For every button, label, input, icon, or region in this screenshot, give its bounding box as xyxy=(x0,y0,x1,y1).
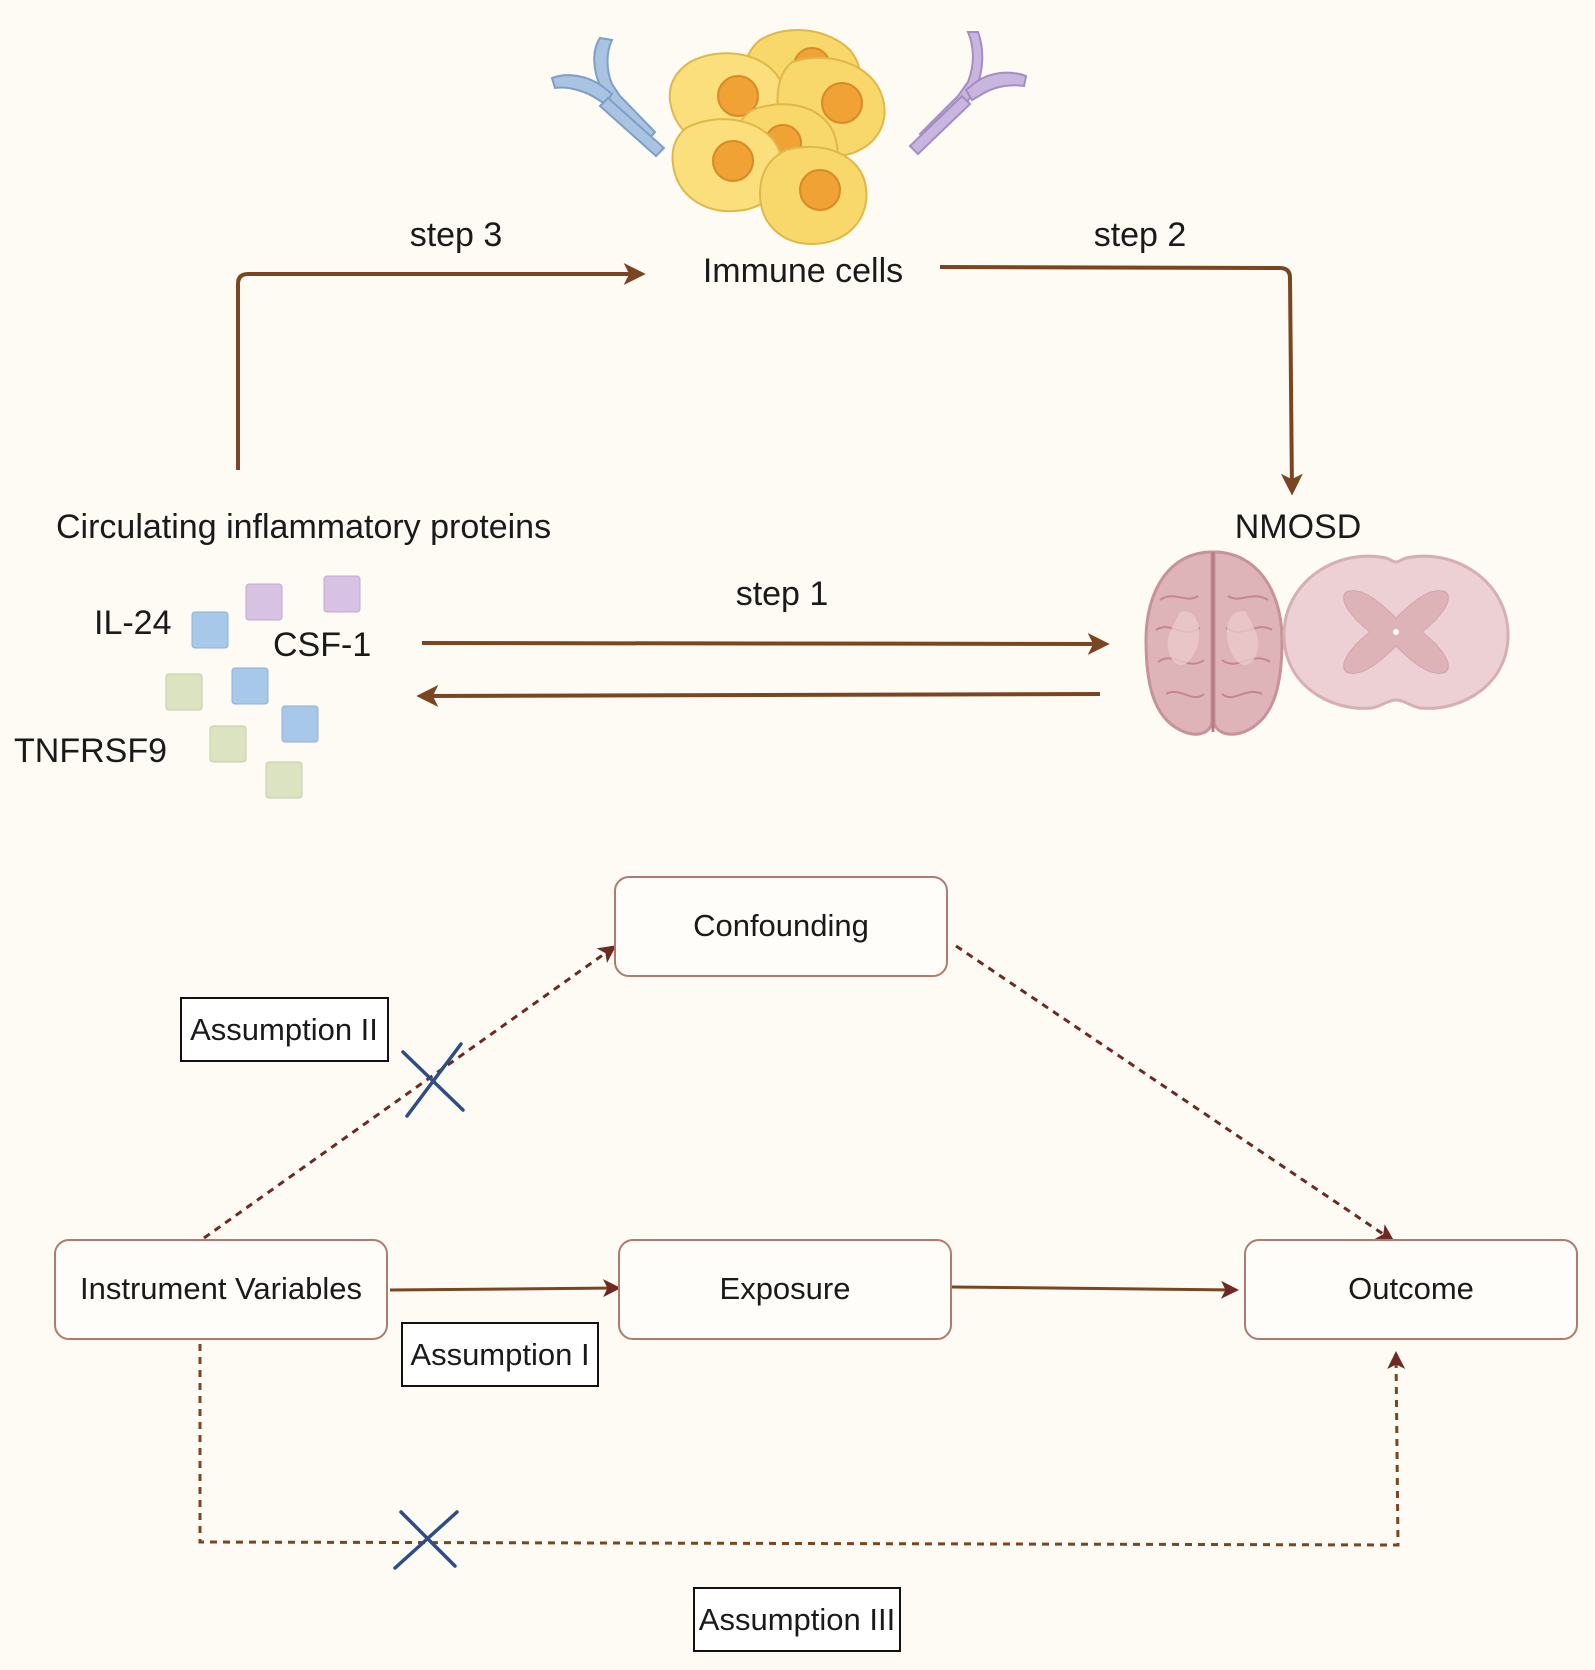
step2-label: step 2 xyxy=(1094,216,1187,254)
instrument-variables-label: Instrument Variables xyxy=(80,1271,362,1306)
assumption-1-box: Assumption I xyxy=(401,1322,599,1387)
exposure-box: Exposure xyxy=(618,1239,952,1340)
assumption-1-label: Assumption I xyxy=(410,1337,589,1372)
protein-label-csf1: CSF-1 xyxy=(273,626,371,664)
iv-to-confounding-dashed-arrow xyxy=(203,945,617,1240)
antibody-right-icon xyxy=(908,31,1028,156)
confounding-to-outcome-dashed-arrow xyxy=(955,944,1395,1242)
outcome-label: Outcome xyxy=(1348,1271,1474,1306)
assumption-2-box: Assumption II xyxy=(180,997,389,1062)
protein-square-green-2 xyxy=(209,725,247,763)
immune-cells-label: Immune cells xyxy=(703,252,903,290)
protein-square-purple-2 xyxy=(323,575,361,613)
assumption-2-label: Assumption II xyxy=(190,1012,378,1047)
step3-label: step 3 xyxy=(410,216,503,254)
protein-square-blue-1 xyxy=(191,611,229,649)
confounding-box: Confounding xyxy=(614,876,948,977)
protein-label-il24: IL-24 xyxy=(94,604,172,642)
protein-square-green-1 xyxy=(165,673,203,711)
antibody-left-icon xyxy=(550,36,666,158)
exposure-to-outcome-arrow xyxy=(951,1280,1239,1299)
immune-cells-icon xyxy=(668,29,886,246)
outcome-box: Outcome xyxy=(1244,1239,1578,1340)
instrument-variables-box: Instrument Variables xyxy=(54,1239,388,1340)
protein-square-blue-3 xyxy=(281,705,319,743)
assumption-3-box: Assumption III xyxy=(693,1587,901,1652)
step3-arrow xyxy=(236,263,646,470)
protein-square-blue-2 xyxy=(231,667,269,705)
step1-label: step 1 xyxy=(736,575,829,613)
step1-reverse-arrow xyxy=(416,684,1101,707)
protein-squares xyxy=(165,575,361,799)
step1-forward-arrow xyxy=(421,632,1110,655)
assumption-3-label: Assumption III xyxy=(699,1602,895,1637)
cross-icon xyxy=(401,1042,465,1118)
step2-arrow xyxy=(939,265,1303,496)
protein-square-green-3 xyxy=(265,761,303,799)
confounding-label: Confounding xyxy=(693,908,869,943)
spinal-cord-icon xyxy=(1282,554,1510,710)
cross-icon xyxy=(393,1510,459,1570)
nmosd-label: NMOSD xyxy=(1235,508,1362,546)
iv-to-outcome-dashed-arrow xyxy=(198,1344,1406,1547)
exposure-label: Exposure xyxy=(720,1271,851,1306)
iv-to-exposure-arrow xyxy=(389,1279,621,1298)
protein-label-tnfrsf9: TNFRSF9 xyxy=(14,732,167,770)
protein-square-purple-1 xyxy=(245,583,283,621)
brain-icon xyxy=(1144,550,1284,736)
proteins-title: Circulating inflammatory proteins xyxy=(56,508,551,546)
